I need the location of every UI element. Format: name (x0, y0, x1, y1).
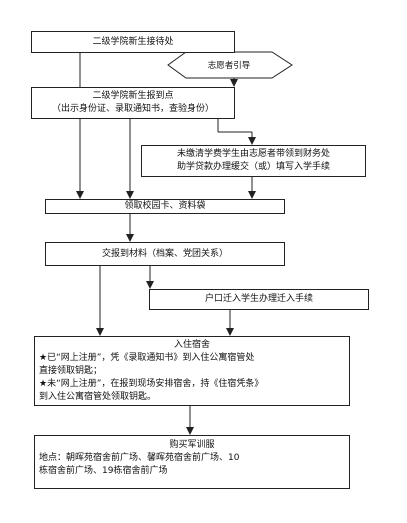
reception-label: 二级学院新生接待处 (92, 37, 174, 47)
documents-label: 交报到材料（档案、党团关系） (101, 249, 228, 259)
loan-line-2: 助学贷款办理缓交（或）填写入学手续 (176, 162, 330, 172)
registration-box: 二级学院新生报到点 （出示身份证、录取通知书，查验身份） (31, 87, 235, 119)
dorm-box: 入住宿舍 ★已“网上注册”，凭《录取通知书》到入住公寓宿管处 直接领取钥匙； ★… (34, 336, 350, 406)
hukou-box: 户口迁入学生办理迁入手续 (149, 289, 369, 310)
guide-label: 志愿者引导 (207, 61, 251, 71)
dorm-note-2-line-2: 到入住公寓宿管处领取钥匙。 (39, 392, 157, 402)
campus-card-box: 领取校园卡、资料袋 (45, 199, 285, 214)
dorm-title: 入住宿舍 (173, 340, 210, 350)
dorm-note-2-line-1: ★未“网上注册”，在报到现场安排宿舍，持《住宿凭条》 (39, 379, 264, 389)
loan-box: 未缴清学费学生由志愿者带领到财务处 助学贷款办理缓交（或）填写入学手续 (141, 145, 366, 177)
military-line-1: 地点：朝晖苑宿舍前广场、馨晖苑宿舍前广场、10 (39, 453, 240, 463)
documents-box: 交报到材料（档案、党团关系） (45, 242, 285, 266)
loan-line-1: 未缴清学费学生由志愿者带领到财务处 (176, 149, 330, 159)
military-title: 购买军训服 (169, 440, 215, 450)
military-box: 购买军训服 地点：朝晖苑宿舍前广场、馨晖苑宿舍前广场、10 栋宿舍前广场、19栋… (34, 435, 350, 489)
campus-card-label: 领取校园卡、资料袋 (124, 201, 206, 211)
dorm-note-1-line-1: ★已“网上注册”，凭《录取通知书》到入住公寓宿管处 (39, 353, 255, 363)
dorm-note-1-line-2: 直接领取钥匙； (39, 366, 103, 376)
registration-note: （出示身份证、录取通知书，查验身份） (51, 104, 214, 114)
military-line-2: 栋宿舍前广场、19栋宿舍前广场 (39, 466, 168, 476)
registration-title: 二级学院新生报到点 (92, 91, 174, 101)
hukou-label: 户口迁入学生办理迁入手续 (204, 294, 313, 304)
reception-box: 二级学院新生接待处 (31, 31, 235, 53)
